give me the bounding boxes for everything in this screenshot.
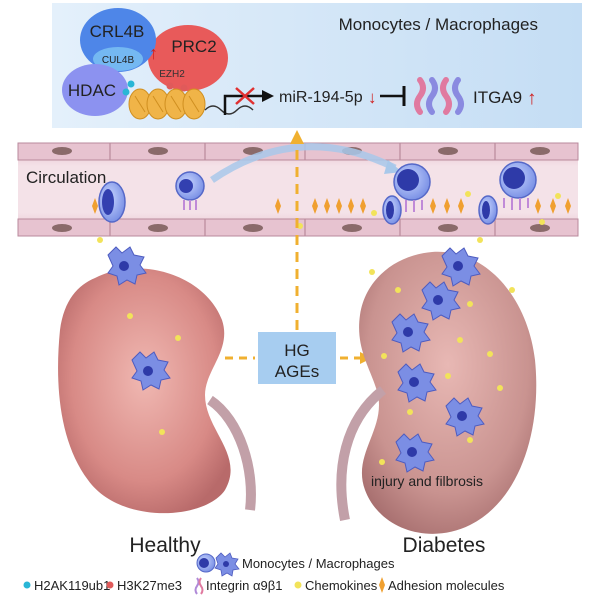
blocked-transcription-arrow [223, 87, 274, 115]
cul4b-up-arrow: ↑ [149, 43, 158, 63]
diabetes-label: Diabetes [403, 534, 486, 557]
circulation-label: Circulation [26, 168, 106, 187]
legend-monocyte-icon [196, 552, 240, 577]
vessel-chemokines [97, 191, 561, 243]
nucleosomes [122, 80, 254, 120]
hdac-complex: HDAC [62, 64, 128, 116]
stimulus-line2: AGEs [275, 362, 319, 381]
adhesion-molecules [92, 198, 571, 214]
ezh2-label: EZH2 [159, 69, 185, 80]
cul4b-label: CUL4B [102, 55, 135, 66]
chemokine-dot-icon [294, 581, 302, 589]
adhesion-molecule-icon [379, 577, 385, 593]
legend-h3k-label: H3K27me3 [117, 578, 182, 593]
healthy-kidney-macrophages [107, 246, 171, 391]
crl4b-label: CRL4B [90, 22, 145, 41]
itga9-label: ITGA9 [473, 88, 522, 107]
panel-title: Monocytes / Macrophages [339, 15, 538, 34]
migration-curve-arrow [210, 143, 397, 183]
stimulus-box: HG AGEs [258, 332, 336, 384]
itga9-integrin-icon [414, 77, 464, 115]
integrin-icon [194, 577, 204, 595]
healthy-label: Healthy [129, 534, 201, 557]
diabetic-kidney-chemokines [369, 269, 515, 465]
stimulus-line1: HG [284, 341, 310, 360]
legend-h2ak-label: H2AK119ub1 [34, 578, 110, 593]
legend-chemokines-label: Chemokines [305, 578, 378, 593]
h2ak119ub1-dot-icon [23, 581, 31, 589]
mirna-label: miR-194-5p [279, 89, 363, 106]
legend-adhesion-label: Adhesion molecules [388, 578, 505, 593]
dashed-up-arrowhead [290, 130, 304, 144]
vessel-monocytes [98, 161, 537, 225]
healthy-kidney-chemokines [127, 313, 181, 435]
mirna-down-arrow: ↓ [368, 88, 377, 107]
hdac-label: HDAC [68, 81, 116, 100]
prc2-complex: PRC2 EZH2 [148, 25, 228, 91]
itga9-up-arrow: ↑ [527, 88, 537, 109]
cul4b-subunit: CUL4B [93, 47, 143, 71]
prc2-label: PRC2 [171, 37, 216, 56]
legend-monocyte-label: Monocytes / Macrophages [242, 556, 395, 571]
healthy-kidney [58, 268, 256, 514]
diabetic-kidney-macrophages [391, 247, 485, 473]
injury-annotation: injury and filbrosis [371, 473, 483, 489]
h3k27me3-dot-icon [106, 581, 114, 589]
legend-integrin-label: Integrin α9β1 [206, 578, 282, 593]
inhibition-bar [380, 86, 406, 106]
legend: Monocytes / Macrophages H2AK119ub1 H3K27… [23, 552, 505, 595]
